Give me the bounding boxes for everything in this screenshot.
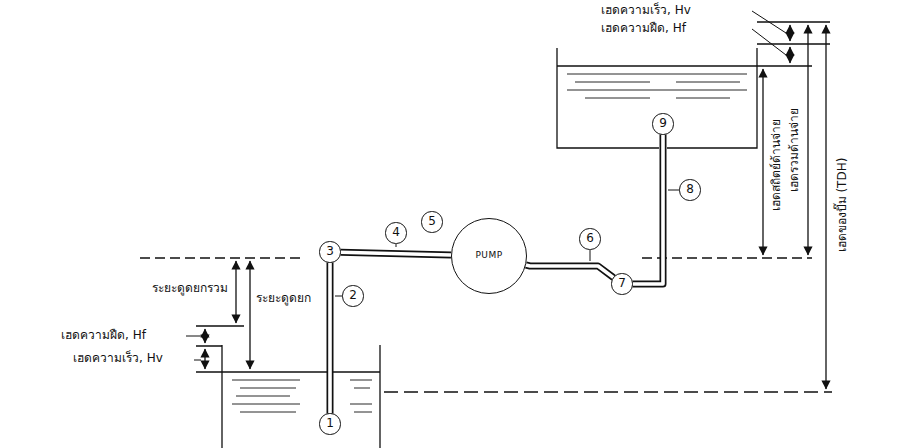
pipe <box>633 135 663 284</box>
callout-circle: 3 <box>319 241 340 262</box>
pipe <box>526 265 614 278</box>
leader-line <box>752 11 786 55</box>
callout-number: 5 <box>428 215 436 228</box>
callout-circle: 4 <box>385 222 406 243</box>
friction-head-arrow <box>204 329 205 343</box>
total-discharge-head-label: เฮดรวมด้านจ่าย <box>788 107 802 193</box>
suction-water-surface <box>222 371 380 372</box>
callout-circle: 9 <box>652 113 673 134</box>
callout-number: 9 <box>659 117 667 130</box>
callout-number: 7 <box>618 277 626 290</box>
callout-circle: 5 <box>421 211 442 232</box>
head-level-mark <box>196 326 244 372</box>
water-hatching <box>567 74 747 98</box>
tdh-label: เฮดของปั๊ม (TDH) <box>836 157 850 254</box>
pump-label: PUMP <box>475 251 502 261</box>
pipe-bore <box>328 263 332 414</box>
total-discharge-head-arrow <box>807 25 808 255</box>
callout-number: 2 <box>349 289 357 302</box>
pipe-group <box>633 135 663 284</box>
callout-number: 4 <box>392 226 400 239</box>
pipe-bore <box>341 252 451 255</box>
leader-line <box>186 336 201 360</box>
pipe-group <box>341 252 451 255</box>
callout-circle: 7 <box>611 273 632 294</box>
suction-tank-wall <box>222 345 380 448</box>
callout-number: 8 <box>686 183 694 196</box>
friction-head-label: เฮดความฝืด, Hf <box>60 329 147 343</box>
static-discharge-head-arrow <box>762 69 763 255</box>
callout-number: 3 <box>326 245 334 258</box>
pipe <box>327 263 334 414</box>
callout-circle: 8 <box>679 179 700 200</box>
callout-circle: 1 <box>319 413 340 434</box>
suction-level-line <box>384 391 832 392</box>
friction-head-arrow <box>789 47 790 63</box>
tdh-arrow <box>825 25 826 389</box>
discharge-tank-wall <box>557 48 757 148</box>
leader-line <box>335 190 680 296</box>
total-suction-lift-label: ระยะดูดยกรวม <box>151 282 229 296</box>
pipe-group <box>526 265 614 278</box>
pipe-bore <box>633 135 663 284</box>
velocity-head-label: เฮดความเร็ว, Hv <box>72 352 164 366</box>
pump-circle: PUMP <box>451 218 527 294</box>
velocity-head-arrow <box>204 349 205 369</box>
suction-lift-arrow <box>249 261 250 369</box>
velocity-head-arrow <box>789 25 790 41</box>
total-suction-lift-arrow <box>235 261 236 323</box>
velocity-head-label: เฮดความเร็ว, Hv <box>600 4 692 18</box>
discharge-water-surface <box>557 65 757 66</box>
water-hatching <box>232 380 372 412</box>
head-level-mark <box>757 22 830 66</box>
callout-circle: 6 <box>579 228 600 249</box>
callout-circle: 2 <box>342 285 363 306</box>
pipe <box>341 252 451 255</box>
callout-number: 6 <box>586 232 594 245</box>
static-discharge-head-label: เฮดสถิตย์ด้านจ่าย <box>770 118 784 212</box>
pipe-bore <box>526 265 614 278</box>
suction-lift-label: ระยะดูดยก <box>255 292 312 306</box>
callout-number: 1 <box>326 417 334 430</box>
pipe-group <box>330 263 331 414</box>
friction-head-label: เฮดความฝืด, Hf <box>600 22 687 36</box>
